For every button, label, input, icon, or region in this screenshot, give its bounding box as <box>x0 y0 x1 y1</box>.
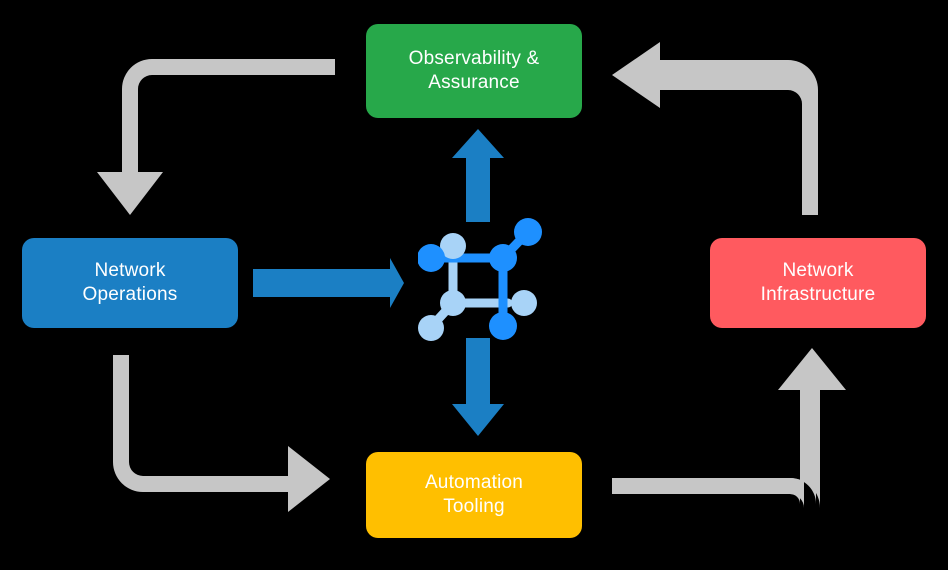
blue-arrow-operations-to-center <box>253 258 404 308</box>
topology-node-top-left <box>440 233 466 259</box>
node-box-automation[interactable]: Automation Tooling <box>366 452 582 538</box>
node-box-operations[interactable]: Network Operations <box>22 238 238 328</box>
topology-node-hub <box>489 244 517 272</box>
topology-node-top-right <box>514 218 542 246</box>
node-box-observability[interactable]: Observability & Assurance <box>366 24 582 118</box>
gray-arrow-automation-to-infrastructure-shaft <box>612 348 846 504</box>
blue-arrow-center-to-automation <box>452 338 504 436</box>
topology-bright-nodes <box>418 218 542 340</box>
topology-node-right <box>511 290 537 316</box>
topology-node-left <box>418 244 445 272</box>
topology-node-mid-left <box>440 290 466 316</box>
gray-arrow-observability-to-operations <box>97 59 335 215</box>
gray-arrow-infrastructure-to-observability <box>612 42 818 215</box>
topology-light-nodes <box>418 233 537 341</box>
network-topology-icon <box>418 218 542 341</box>
topology-node-bottom-left <box>418 315 444 341</box>
topology-node-bottom <box>489 312 517 340</box>
node-box-infrastructure[interactable]: Network Infrastructure <box>710 238 926 328</box>
gray-arrow-operations-to-automation <box>113 355 330 512</box>
blue-arrow-center-to-observability <box>452 129 504 222</box>
